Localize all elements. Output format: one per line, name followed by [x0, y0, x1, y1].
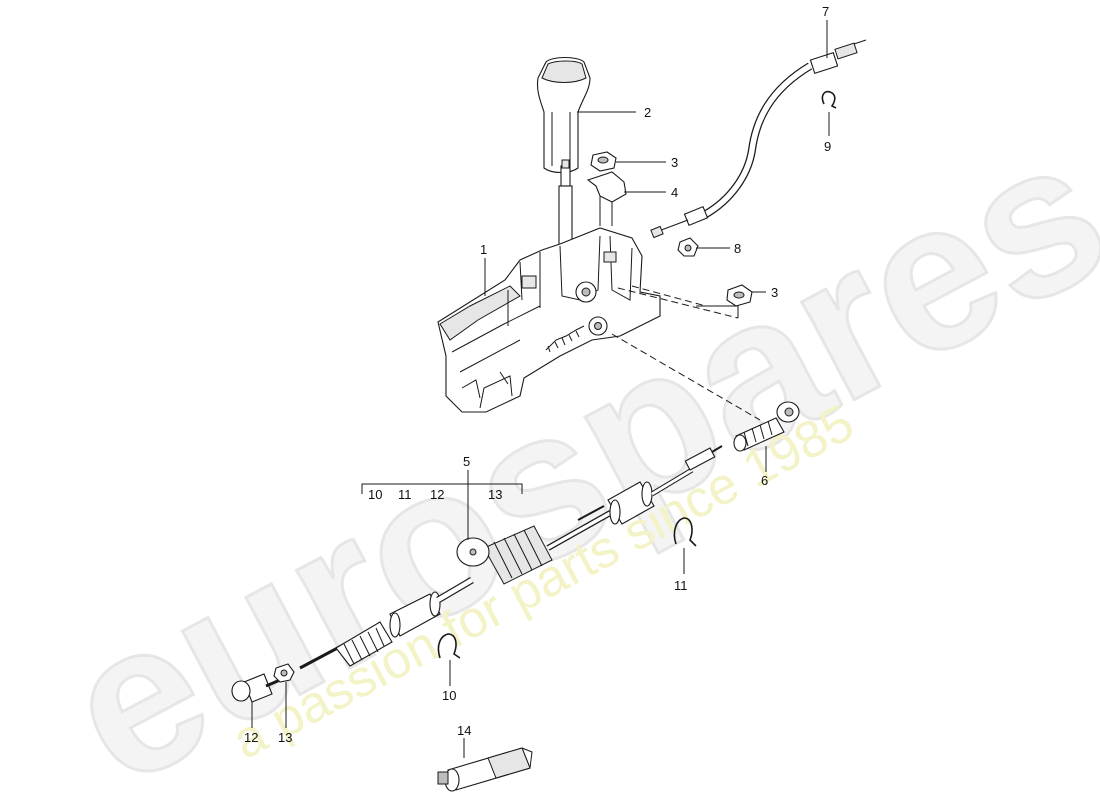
part-3-nut-top[interactable] [590, 151, 617, 172]
part-7-selector-cable[interactable] [650, 39, 867, 239]
callout-13: 13 [278, 730, 292, 745]
part-1-selector-housing[interactable] [437, 227, 661, 413]
callout-kit-12: 12 [430, 487, 444, 502]
callout-kit-11: 11 [398, 487, 412, 502]
callout-10: 10 [442, 688, 456, 703]
part-8-clip[interactable] [677, 237, 699, 257]
callout-12: 12 [244, 730, 258, 745]
part-9-spring-clip[interactable] [821, 90, 837, 109]
callout-14: 14 [457, 723, 471, 738]
part-3-nut-side[interactable] [726, 284, 753, 307]
part-12-ball-socket[interactable] [231, 673, 281, 703]
part-10-clip[interactable] [437, 633, 461, 659]
callout-4: 4 [671, 185, 678, 200]
callout-2: 2 [644, 105, 651, 120]
callout-kit-10: 10 [368, 487, 382, 502]
leader-lines [251, 20, 830, 758]
part-2-shift-knob[interactable] [536, 56, 591, 174]
callout-3-side: 3 [771, 285, 778, 300]
shift-lever-rod [558, 159, 573, 247]
callout-kit-13: 13 [488, 487, 502, 502]
callout-5: 5 [463, 454, 470, 469]
callout-7: 7 [822, 4, 829, 19]
part-5-gearshift-cable[interactable] [299, 445, 723, 670]
part-11-clip[interactable] [673, 517, 697, 547]
assembly-dashed-lines [611, 285, 761, 421]
part-14-grease-tube[interactable] [437, 747, 533, 792]
callout-8: 8 [734, 241, 741, 256]
part-13-nut[interactable] [273, 663, 295, 683]
callout-3-top: 3 [671, 155, 678, 170]
callout-9: 9 [824, 139, 831, 154]
callout-11: 11 [674, 578, 688, 593]
part-6-ball-socket[interactable] [733, 401, 800, 452]
callout-6: 6 [761, 473, 768, 488]
callout-1: 1 [480, 242, 487, 257]
callout-labels: 2 3 4 1 7 9 8 3 6 5 10 11 12 13 11 10 12… [244, 4, 831, 745]
part-4-bracket[interactable] [586, 171, 627, 226]
